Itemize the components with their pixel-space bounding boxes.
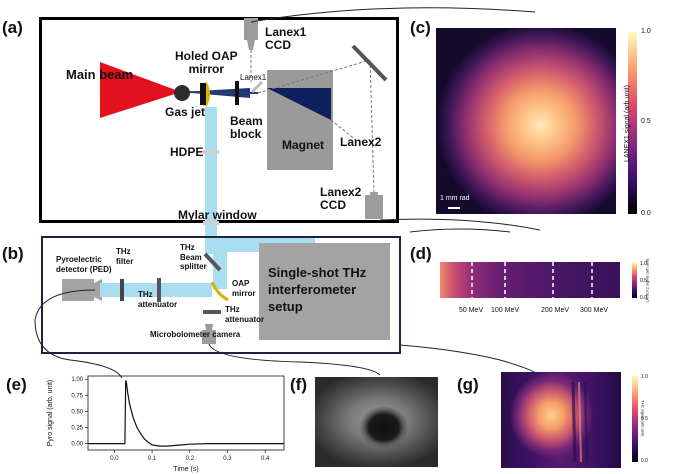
- thz-attenuator-1-label: THz attenuator: [138, 290, 178, 309]
- lanex1-small-label: Lanex1: [240, 73, 267, 82]
- thz-beam-splitter-label: THz Beam splitter: [180, 243, 207, 272]
- c-colorbar-tick-0: 0.0: [641, 210, 651, 217]
- lanex1-image: [436, 28, 616, 214]
- hdpe-label: HDPE: [170, 145, 204, 159]
- main-beam-label: Main beam: [66, 67, 134, 82]
- y-tick-label: 0.50: [71, 409, 83, 415]
- pyro-signal-chart: 0.0 0.1 0.2 0.3 0.4 0.00 0.25 0.50 0.75 1.00 Tim…: [47, 375, 285, 473]
- magnet-label: Magnet: [282, 138, 324, 152]
- y-tick-label: 0.75: [71, 393, 83, 399]
- panel-e-label: (e): [6, 375, 27, 394]
- lanex2-spectrum: [440, 262, 620, 298]
- microbolometer-label: Microbolometer camera: [150, 330, 241, 339]
- x-tick-label: 0.4: [261, 456, 270, 462]
- beam-block: [235, 81, 239, 105]
- panel-b-box: [41, 236, 401, 354]
- energy-markers: [471, 262, 593, 298]
- magnet-pole: [267, 88, 331, 120]
- y-tick-label: 0.25: [71, 425, 83, 431]
- gas-jet-label: Gas jet: [165, 105, 206, 119]
- thz-attenuator-1: [157, 278, 161, 302]
- ped-label: Pyroelectric detector (PED): [56, 255, 112, 274]
- lanex1-ccd: [244, 18, 258, 40]
- energy-tick-100: 100 MeV: [491, 307, 520, 314]
- d-colorbar-tick-1: 1.0: [640, 261, 647, 267]
- magnet-body: [267, 70, 333, 170]
- scale-bar-label: 1 mm rad: [440, 195, 470, 202]
- energy-tick-300: 300 MeV: [580, 307, 609, 314]
- energy-tick-50: 50 MeV: [459, 307, 484, 314]
- oap-mirror-b: [210, 281, 229, 302]
- thz-filter-label: THz filter: [116, 247, 134, 266]
- plot-frame: [87, 375, 285, 451]
- x-tick-label: 0.0: [110, 456, 119, 462]
- oap-mirror-b-label: OAP mirror: [232, 279, 256, 298]
- y-tick-label: 1.00: [71, 377, 83, 383]
- thz-attenuator-2: [203, 310, 221, 314]
- panel-a-label: (a): [2, 18, 23, 37]
- g-colorbar-tick-0: 0.0: [641, 458, 648, 464]
- thz-beam-vertical: [205, 107, 217, 254]
- c-colorbar-tick-1: 1.0: [641, 28, 651, 35]
- lanex1-ccd-label: Lanex1 CCD: [265, 25, 307, 53]
- thz-interferogram: [501, 372, 621, 468]
- holed-oap-label: Holed OAP mirror: [175, 49, 238, 77]
- g-colorbar-tick-1: 1.0: [641, 374, 648, 380]
- beam-block-label: Beam block: [230, 114, 263, 142]
- mylar-window-label: Mylar window: [178, 208, 257, 222]
- pyroelectric-detector: [62, 279, 94, 301]
- g-colorbar-tick-05: 0.5: [641, 416, 648, 422]
- energy-tick-200: 200 MeV: [541, 307, 570, 314]
- lanex2-ccd: [365, 195, 383, 219]
- lanex2-screen: [351, 44, 388, 82]
- d-colorbar-tick-0: 0.0: [640, 295, 647, 301]
- lanex2-colorbar: [632, 262, 637, 298]
- pyro-signal-line: [88, 380, 284, 447]
- d-colorbar-label: LANEX2 signal (arb.unit): [644, 258, 650, 303]
- panel-g-label: (g): [457, 375, 479, 394]
- x-tick-label: 0.1: [148, 456, 157, 462]
- x-tick-label: 0.3: [223, 456, 232, 462]
- main-beam: [100, 62, 181, 118]
- pyro-ylabel: Pyro signal (arb. unit): [47, 380, 54, 447]
- interferometer-label: Single-shot THz interferometer setup: [268, 265, 367, 314]
- panel-b-label: (b): [2, 244, 24, 263]
- thz-beam-splitter: [203, 252, 222, 272]
- c-colorbar-tick-05: 0.5: [641, 118, 651, 125]
- d-colorbar-tick-05: 0.5: [640, 278, 647, 284]
- scale-bar: [448, 207, 460, 209]
- pyro-xlabel: Time (s): [173, 466, 198, 473]
- thz-attenuator-2-label: THz attenuator: [225, 305, 265, 324]
- c-colorbar-label: LANEX1 signal (arb.unit): [624, 84, 632, 163]
- lanex2-ccd-label: Lanex2 CCD: [320, 185, 362, 213]
- lanex2-label: Lanex2: [340, 135, 382, 149]
- thz-colorbar: [632, 376, 638, 462]
- panel-d-label: (d): [410, 244, 432, 263]
- hdpe-window: [203, 150, 219, 154]
- interferometer-box: [259, 243, 390, 340]
- y-tick-label: 0.00: [71, 442, 83, 448]
- microbolometer-camera: [202, 330, 216, 344]
- mylar-window: [203, 221, 219, 225]
- thz-filter: [120, 279, 124, 301]
- panel-c-label: (c): [410, 18, 431, 37]
- panel-f-label: (f): [290, 375, 307, 394]
- x-tick-label: 0.2: [186, 456, 195, 462]
- g-colorbar-label: THz signal (arb.unit): [640, 400, 646, 437]
- microbolometer-image: [315, 377, 438, 467]
- interference-fringes: [571, 381, 589, 463]
- lanex1-colorbar: [628, 32, 637, 214]
- gas-jet: [174, 85, 190, 101]
